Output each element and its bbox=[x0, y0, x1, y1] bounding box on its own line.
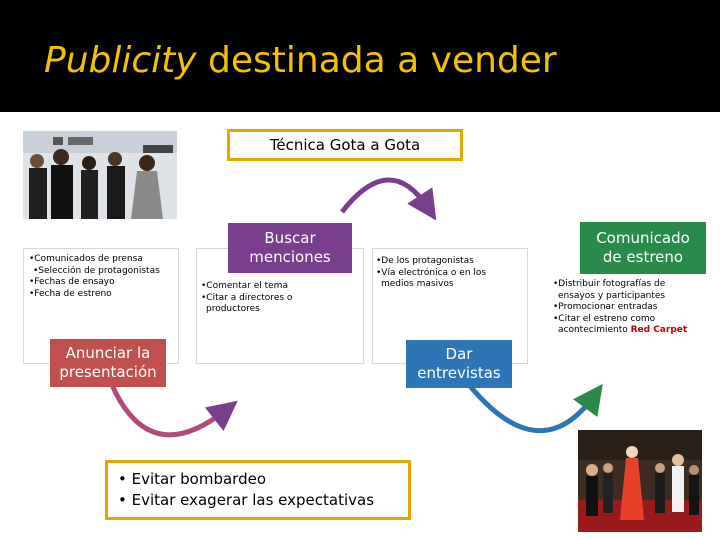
label-comunicado-line1: Comunicado bbox=[596, 229, 690, 247]
stage1-item: •Comunicados de prensa bbox=[29, 254, 143, 264]
label-buscar-line2: menciones bbox=[249, 248, 331, 266]
label-comunicado-line2: de estreno bbox=[602, 248, 684, 266]
stage2-item: •Comentar el tema bbox=[201, 281, 288, 291]
stage1-items: •Comunicados de prensa •Selección de pro… bbox=[29, 254, 160, 300]
label-anunciar-line1: Anunciar la bbox=[65, 344, 151, 362]
stage4-item: •Promocionar entradas bbox=[553, 302, 658, 312]
stage2-items: •Comentar el tema •Citar a directores o … bbox=[201, 281, 292, 316]
label-dar-line2: entrevistas bbox=[417, 364, 501, 382]
label-buscar-line1: Buscar bbox=[264, 229, 316, 247]
stage4-item: acontecimiento Red Carpet bbox=[553, 325, 687, 337]
label-dar-entrevistas: Dar entrevistas bbox=[406, 340, 512, 388]
arrow-red-to-purple bbox=[109, 383, 238, 438]
slide-title: Publicity destinada a vender bbox=[44, 40, 557, 81]
label-buscar: Buscar menciones bbox=[228, 223, 352, 273]
label-dar-line1: Dar bbox=[445, 345, 473, 363]
stage2-item: productores bbox=[206, 304, 260, 314]
avoid-item: • Evitar bombardeo bbox=[118, 470, 267, 488]
stage1-item: •Fechas de ensayo bbox=[29, 277, 115, 287]
red-carpet-photo bbox=[578, 430, 702, 532]
avoid-item: • Evitar exagerar las expectativas bbox=[118, 491, 375, 509]
stage1-item: •Selección de protagonistas bbox=[33, 265, 160, 276]
title-rest: destinada a vender bbox=[196, 40, 557, 81]
arrow-purple-to-blue bbox=[340, 177, 437, 221]
title-bar: Publicity destinada a vender bbox=[0, 0, 720, 112]
stage1-item: •Fecha de estreno bbox=[29, 288, 112, 299]
label-comunicado: Comunicado de estreno bbox=[580, 222, 706, 274]
label-anunciar: Anunciar la presentación bbox=[50, 339, 166, 387]
stage3-items: •De los protagonistas •Vía electrónica o… bbox=[376, 256, 486, 291]
red-carpet-highlight: Red Carpet bbox=[630, 325, 688, 335]
arrow-blue-to-green bbox=[468, 383, 603, 433]
stage4-last-prefix: acontecimiento bbox=[558, 325, 631, 335]
stage3-item: •De los protagonistas bbox=[376, 256, 474, 266]
stage4-item: •Distribuir fotografías de bbox=[553, 279, 666, 289]
stage4-item: ensayos y participantes bbox=[558, 290, 666, 301]
stage2-item: •Citar a directores o bbox=[201, 292, 293, 303]
stage4-items: •Distribuir fotografías de ensayos y par… bbox=[553, 279, 687, 337]
title-italic: Publicity bbox=[44, 40, 197, 81]
avoid-box: • Evitar bombardeo • Evitar exagerar las… bbox=[105, 460, 411, 520]
stage3-item: medios masivos bbox=[381, 279, 454, 289]
label-anunciar-line2: presentación bbox=[59, 363, 157, 381]
premiere-cast-photo bbox=[23, 131, 177, 219]
stage4-item: •Citar el estreno como bbox=[553, 313, 656, 324]
stage3-item: •Vía electrónica o en los bbox=[376, 267, 487, 278]
tecnica-box: Técnica Gota a Gota bbox=[227, 129, 463, 161]
